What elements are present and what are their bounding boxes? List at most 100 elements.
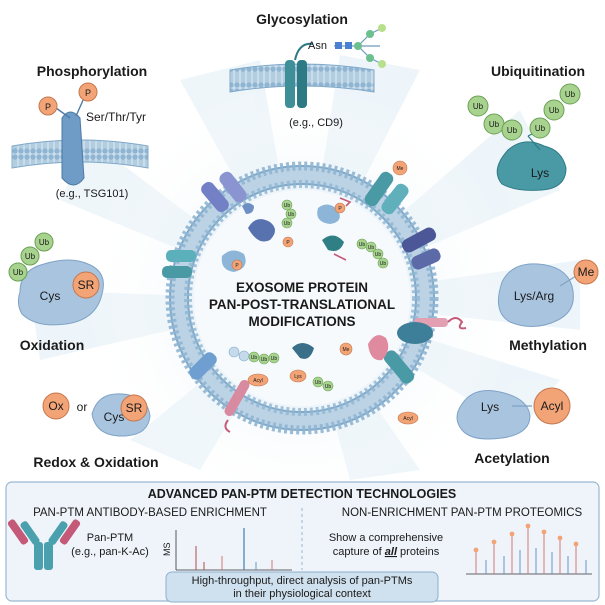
antibody-icon	[7, 519, 81, 570]
panel-ubiquitination: Ubiquitination Lys Ub Ub Ub Ub Ub Ub	[467, 63, 585, 191]
center-title-line3: MODIFICATIONS	[249, 314, 356, 329]
inner-acyl-label: Acyl	[403, 416, 412, 422]
tsg101-protein	[61, 111, 85, 186]
center-title-line1: EXOSOME PROTEIN	[236, 280, 368, 295]
inner-me-label: Me	[343, 347, 350, 353]
membrane-protein-right	[401, 227, 441, 270]
ms-spectrum-left: MS	[162, 528, 292, 571]
tech-left-title: PAN-PTM ANTIBODY-BASED ENRICHMENT	[33, 507, 267, 519]
tech-right-line2-post: proteins	[397, 546, 440, 558]
panel-phosphorylation: Phosphorylation P P Ser/Thr/Tyr (e.g., T…	[11, 63, 149, 200]
phosphorylation-title: Phosphorylation	[37, 63, 147, 79]
inner-mod-badges: P P P Me Me Acyl Lys Acyl	[231, 160, 419, 425]
inner-ub-label: Ub	[261, 357, 268, 363]
tech-panel: ADVANCED PAN-PTM DETECTION TECHNOLOGIES …	[5, 481, 600, 603]
phosphorylation-example: (e.g., TSG101)	[56, 188, 129, 200]
glycosylation-residue: Asn	[308, 40, 327, 52]
panel-glycosylation: Glycosylation Asn (e.g., CD9)	[229, 11, 386, 129]
tech-left-label2: (e.g., pan-K-Ac)	[71, 546, 149, 558]
ub-label: Ub	[507, 126, 518, 135]
center-title-line2: PAN-POST-TRANSLATIONAL	[209, 297, 395, 312]
methylation-residue: Lys/Arg	[514, 289, 554, 303]
panel-methylation: Lys/Arg Me Methylation	[497, 259, 599, 353]
inner-p-label: P	[286, 240, 290, 246]
ub-bead	[34, 232, 54, 252]
methyl-badge	[573, 259, 599, 285]
ub-chain-inner-right: Ub Ub Ub Ub	[356, 238, 389, 269]
acetylation-protein	[456, 390, 531, 440]
ub-bead	[20, 246, 40, 266]
panel-acetylation: Lys Acyl Acetylation	[456, 387, 571, 466]
inner-ub-label: Ub	[375, 252, 382, 258]
ub-label: Ub	[39, 238, 50, 247]
ub-bead	[467, 95, 489, 117]
tech-right-line1: Show a comprehensive	[329, 532, 443, 544]
oxidation-sr-label: SR	[78, 278, 95, 292]
tech-right-title: NON-ENRICHMENT PAN-PTM PROTEOMICS	[342, 507, 583, 519]
glycosylation-example: (e.g., CD9)	[289, 117, 343, 129]
acetylation-title: Acetylation	[474, 450, 549, 466]
inner-acyl-label: Acyl	[253, 378, 262, 384]
methylation-mod-label: Me	[578, 265, 595, 279]
phospho-label-2: P	[85, 88, 91, 98]
exosome: Ub Ub Ub Ub Ub Ub Ub Ub Ub Ub Ub	[162, 160, 467, 435]
inner-ub-label: Ub	[359, 242, 366, 248]
phospho-badge-2	[78, 82, 98, 102]
tech-footer-line1: High-throughput, direct analysis of pan-…	[192, 575, 413, 587]
inner-ub-label: Ub	[380, 261, 387, 267]
inner-ub-label: Ub	[288, 212, 295, 218]
inner-p-label: P	[338, 206, 342, 212]
inner-me-label: Me	[397, 166, 404, 172]
redox-residue: Cys	[104, 410, 125, 424]
inner-ub-label: Ub	[271, 356, 278, 362]
cd9-helix-2	[297, 60, 307, 108]
tech-right-line2-em: all	[385, 546, 398, 558]
inner-lys-label: Lys	[294, 374, 302, 380]
tech-header: ADVANCED PAN-PTM DETECTION TECHNOLOGIES	[148, 487, 457, 501]
membrane-protein-left	[162, 250, 196, 278]
membrane-protein-bottom-left	[189, 352, 250, 433]
ub-chain-inner-top: Ub Ub Ub	[281, 199, 297, 229]
inner-ub-label: Ub	[325, 384, 332, 390]
oxidation-sr-badge	[72, 271, 100, 299]
membrane-protein-bottom-right	[383, 322, 433, 384]
acetylation-mod-label: Acyl	[541, 399, 564, 413]
methylation-title: Methylation	[509, 337, 587, 353]
panel-redox: Ox or Cys SR Redox & Oxidation	[33, 392, 159, 470]
inner-ub-label: Ub	[315, 380, 322, 386]
panel-oxidation: Cys SR Ub Ub Ub Oxidation	[8, 232, 104, 353]
ub-label: Ub	[473, 102, 484, 111]
ub-label: Ub	[25, 252, 36, 261]
tech-left-label1: Pan-PTM	[87, 532, 133, 544]
ub-label: Ub	[565, 90, 576, 99]
tech-right-line2: capture of all proteins	[333, 546, 440, 558]
phospho-badge-1	[38, 96, 58, 116]
oxidation-residue: Cys	[40, 289, 61, 303]
ub-label: Ub	[535, 124, 546, 133]
cd9-helix-1	[285, 60, 295, 108]
redox-ox-label: Ox	[48, 399, 63, 413]
ub-bead	[543, 99, 565, 121]
methylation-protein	[497, 263, 574, 327]
ub-label: Ub	[13, 268, 24, 277]
phosphorylation-residue: Ser/Thr/Tyr	[86, 110, 146, 124]
ub-chain-inner-bottom-left: Ub Ub Ub	[228, 346, 280, 365]
inner-p-label: P	[235, 263, 239, 269]
ms-axis-label: MS	[162, 543, 172, 557]
tech-footer-line2: in their physiological context	[233, 588, 371, 600]
acetylation-residue: Lys	[481, 400, 499, 414]
redox-title: Redox & Oxidation	[33, 454, 158, 470]
glycosylation-title: Glycosylation	[256, 11, 348, 27]
ubiquitination-residue: Lys	[531, 166, 549, 180]
ms-spectrum-right	[466, 523, 592, 575]
ub-label: Ub	[489, 120, 500, 129]
phospho-label-1: P	[45, 102, 51, 112]
membrane-protein-top-right	[364, 171, 409, 215]
ubiquitination-protein	[496, 141, 567, 191]
ub-bead	[559, 83, 581, 105]
oxidation-title: Oxidation	[20, 337, 85, 353]
glycan-tree	[334, 24, 386, 68]
ubiquitination-title: Ubiquitination	[491, 63, 585, 79]
